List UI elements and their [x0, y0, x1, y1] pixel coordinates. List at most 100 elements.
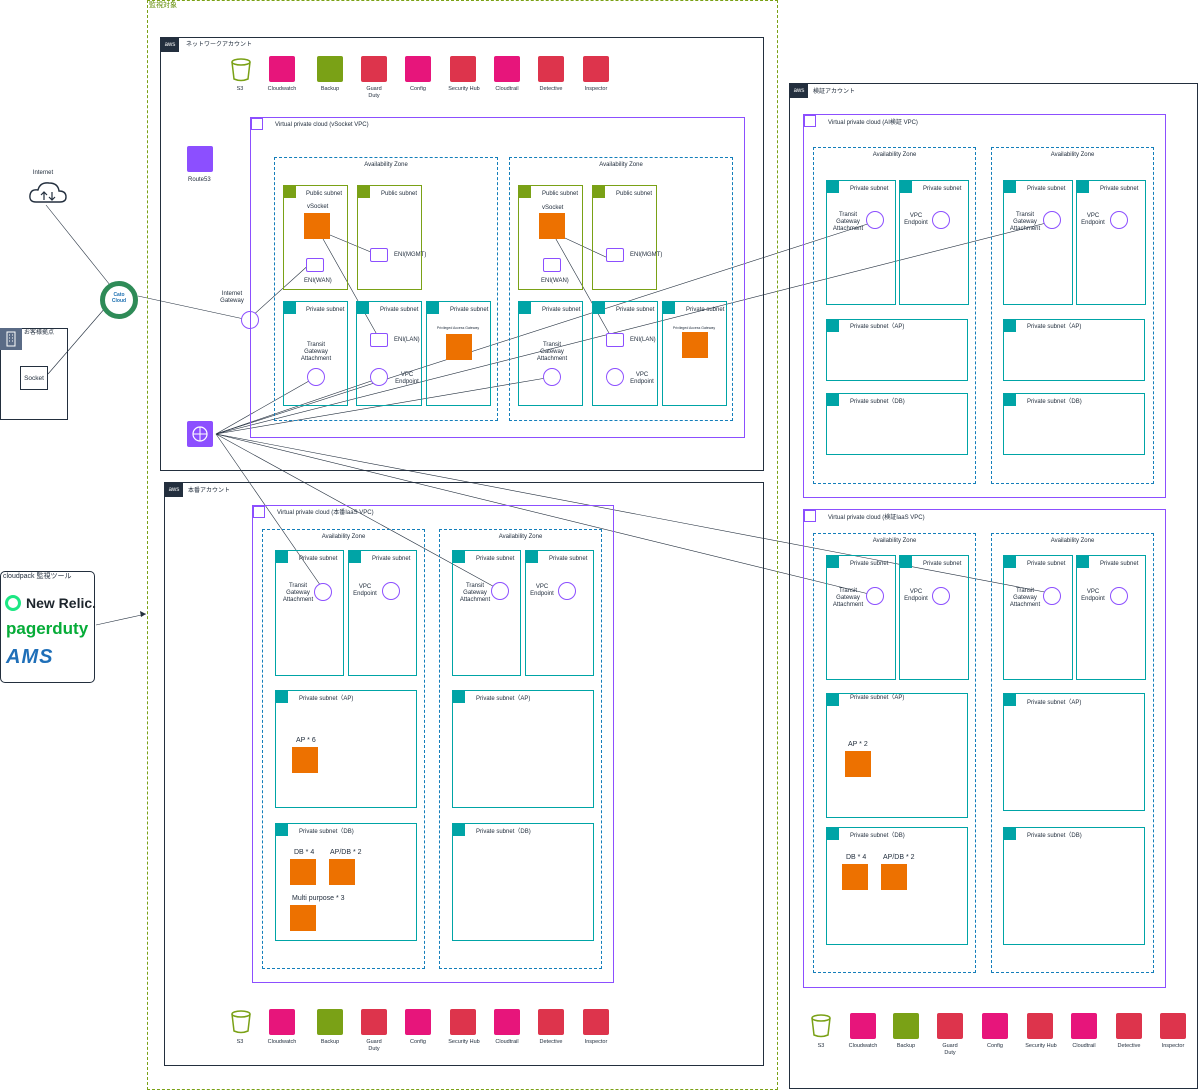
vpc-icon	[253, 506, 265, 518]
eni-icon	[543, 258, 561, 272]
ap-subnet	[1003, 693, 1145, 811]
cato-cloud-node	[100, 281, 138, 319]
vpc-icon	[804, 115, 816, 127]
subnet-label: Private subnet（AP)	[1027, 324, 1082, 330]
subnet-lock-icon	[358, 186, 370, 198]
db-subnet	[275, 823, 417, 941]
ap-subnet	[826, 693, 968, 818]
subnet-label: Private subnet（DB)	[850, 833, 905, 839]
subnet-lock-icon	[1004, 694, 1016, 706]
db-count-label: DB * 4	[294, 849, 315, 856]
customer-site-box	[0, 328, 68, 420]
service-label: Detective	[539, 86, 563, 92]
s3-icon	[811, 1014, 831, 1038]
inspector-icon	[583, 56, 609, 82]
subnet-label: Private subnet	[372, 556, 411, 562]
availability-zone	[274, 157, 498, 421]
private-subnet	[899, 180, 969, 305]
subnet-lock-icon	[453, 551, 465, 563]
apdb-count-label: AP/DB * 2	[883, 854, 915, 861]
subnet-label: Public subnet	[306, 191, 343, 197]
tgw-attachment-label: Transit Gateway Attachment	[536, 342, 568, 362]
subnet-label: Private subnet	[306, 307, 345, 313]
subnet-lock-icon	[900, 556, 912, 568]
apdb-ec2-icon	[881, 864, 907, 890]
subnet-lock-icon	[284, 186, 296, 198]
subnet-label: Private subnet	[542, 307, 581, 313]
subnet-label: Public subnet	[542, 191, 579, 197]
subnet-lock-icon	[827, 320, 839, 332]
verify-account-box	[789, 83, 1198, 1089]
subnet-lock-icon	[1077, 556, 1089, 568]
subnet-lock-icon	[827, 828, 839, 840]
cloudtrail-icon	[494, 56, 520, 82]
az-label: Availability Zone	[498, 534, 543, 540]
ai-vpc	[803, 114, 1166, 498]
subnet-label: Private subnet	[450, 307, 489, 313]
public-subnet	[518, 185, 583, 290]
private-subnet	[452, 550, 521, 676]
tgw-attachment-label: Transit Gateway Attachment	[832, 588, 864, 608]
subnet-label: Private subnet（AP)	[299, 696, 354, 702]
tgw-attachment-label: Transit Gateway Attachment	[459, 583, 491, 603]
private-subnet	[525, 550, 594, 676]
monitoring-tools-title: cloudpack 監視ツール	[3, 573, 72, 580]
monitoring-tools-box	[0, 571, 95, 683]
ams-logo: AMS	[6, 646, 54, 668]
private-subnet	[826, 555, 896, 680]
db-subnet	[826, 393, 968, 455]
db-ec2-icon	[290, 859, 316, 885]
tgw-attachment-icon	[1043, 587, 1061, 605]
private-subnet	[1003, 180, 1073, 305]
vpc-endpoint-icon	[932, 587, 950, 605]
vpc-icon	[804, 510, 816, 522]
vsocket-ec2-icon	[539, 213, 565, 239]
subnet-lock-icon	[519, 302, 531, 314]
network-account-title: ネットワークアカウント	[186, 42, 253, 48]
building-icon	[0, 328, 22, 350]
service-label: Detective	[539, 1039, 563, 1045]
subnet-label: Private subnet（DB)	[476, 829, 531, 835]
prod-account-title: 本番アカウント	[188, 488, 231, 494]
subnet-label: Private subnet	[850, 561, 889, 567]
private-subnet	[348, 550, 417, 676]
ap-subnet	[1003, 319, 1145, 381]
subnet-lock-icon	[1004, 181, 1016, 193]
vpc-endpoint-label: VPC Endpoint	[530, 584, 554, 597]
detective-icon	[538, 56, 564, 82]
private-subnet	[899, 555, 969, 680]
subnet-lock-icon	[1004, 394, 1016, 406]
security-hub-icon	[450, 1009, 476, 1035]
vpc-endpoint-icon	[558, 582, 576, 600]
cloudtrail-icon	[1071, 1013, 1097, 1039]
subnet-label: Private subnet（DB)	[1027, 399, 1082, 405]
service-label: Inspector	[1161, 1043, 1185, 1049]
vsocket-label: vSocket	[307, 204, 329, 210]
backup-icon	[317, 56, 343, 82]
detective-icon	[1116, 1013, 1142, 1039]
transit-gateway-icon	[187, 421, 213, 447]
config-icon	[982, 1013, 1008, 1039]
service-label: Config	[410, 86, 426, 92]
eni-lan-label: ENI(LAN)	[630, 337, 656, 343]
service-label: Cloudtrail	[495, 1039, 519, 1045]
subnet-lock-icon	[900, 181, 912, 193]
private-subnet	[826, 180, 896, 305]
service-label: Cloudtrail	[495, 86, 519, 92]
internet-label: Internet	[32, 170, 54, 176]
igw-label: Internet Gateway	[220, 291, 244, 304]
az-label: Availability Zone	[872, 538, 917, 544]
apdb-ec2-icon	[329, 859, 355, 885]
availability-zone	[262, 529, 425, 969]
service-label: Security Hub	[1025, 1043, 1057, 1049]
multipurpose-ec2-icon	[290, 905, 316, 931]
availability-zone	[991, 533, 1154, 973]
subnet-lock-icon	[276, 824, 288, 836]
private-subnet	[283, 301, 348, 406]
subnet-label: Private subnet	[299, 556, 338, 562]
apdb-count-label: AP/DB * 2	[330, 849, 362, 856]
subnet-lock-icon	[593, 302, 605, 314]
eni-wan-label: ENI(WAN)	[541, 278, 569, 284]
tgw-attachment-icon	[1043, 211, 1061, 229]
monitor-target-boundary	[147, 0, 778, 1090]
